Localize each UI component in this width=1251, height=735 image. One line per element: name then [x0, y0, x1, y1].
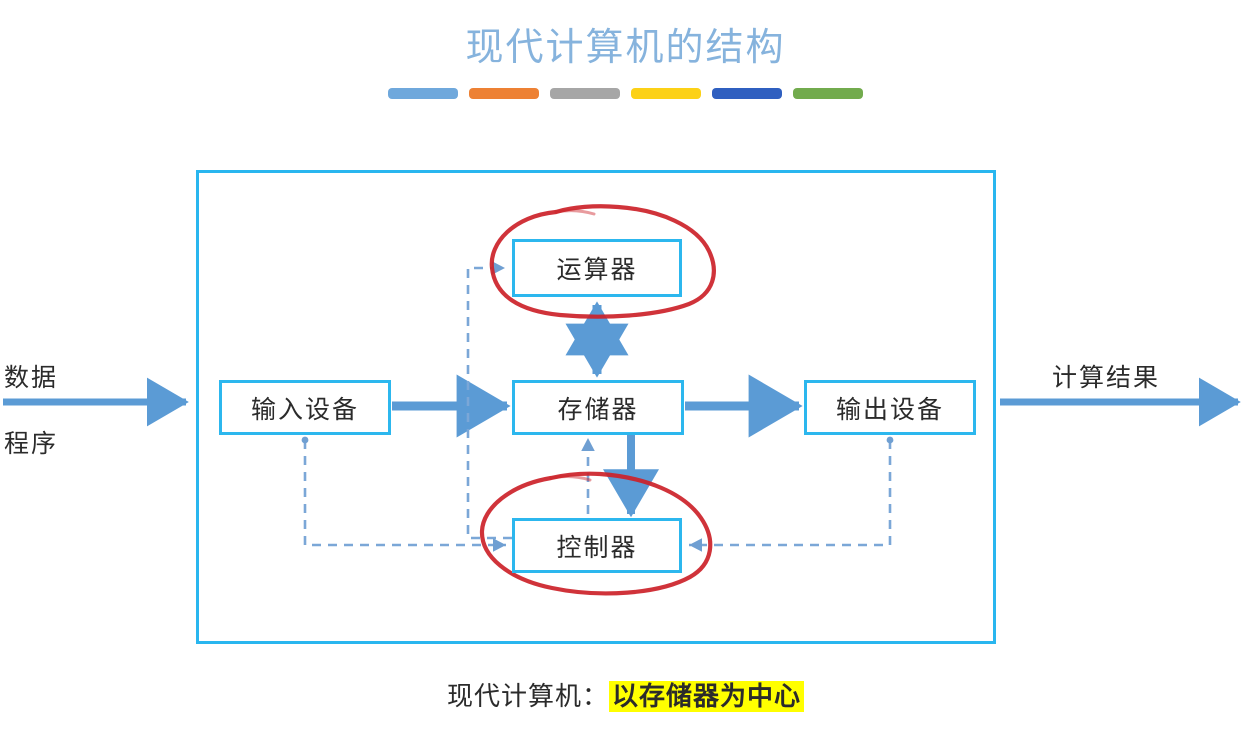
node-input-device-label: 输入设备: [250, 396, 359, 424]
computer-boundary-frame: [196, 170, 996, 644]
caption-prefix: 现代计算机：: [446, 682, 609, 711]
title-decoration-bars: [0, 88, 1251, 99]
page-title: 现代计算机的结构: [465, 27, 786, 69]
node-memory-label: 存储器: [557, 396, 639, 424]
caption-highlight: 以存储器为中心: [609, 681, 805, 712]
node-controller[interactable]: 控制器: [512, 518, 682, 573]
bar-gray: [550, 88, 620, 99]
node-controller-label: 控制器: [556, 534, 638, 562]
node-output-device[interactable]: 输出设备: [804, 380, 976, 435]
bar-orange: [469, 88, 539, 99]
label-result: 计算结果: [1052, 365, 1161, 392]
node-memory[interactable]: 存储器: [512, 380, 684, 435]
node-output-device-label: 输出设备: [835, 396, 944, 424]
bar-blue-light: [388, 88, 458, 99]
label-data: 数据: [4, 365, 59, 392]
node-arithmetic-unit[interactable]: 运算器: [512, 239, 682, 297]
node-input-device[interactable]: 输入设备: [219, 380, 391, 435]
bar-green: [793, 88, 863, 99]
bar-yellow: [631, 88, 701, 99]
label-program: 程序: [4, 431, 59, 458]
caption: 现代计算机：以存储器为中心: [0, 676, 1251, 713]
node-arithmetic-unit-label: 运算器: [556, 257, 638, 284]
bar-blue-dark: [712, 88, 782, 99]
